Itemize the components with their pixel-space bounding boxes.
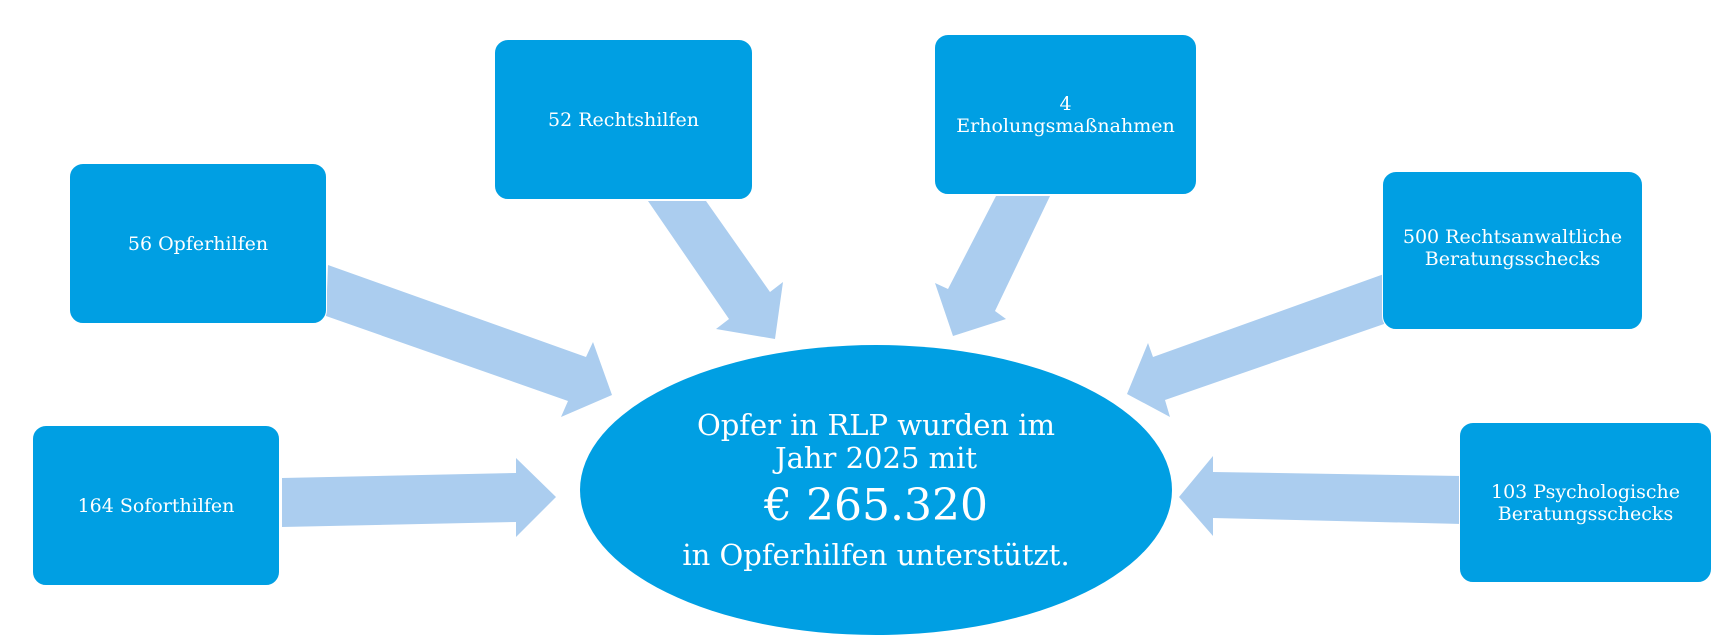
box-erholung-count: 4 (1059, 92, 1072, 115)
box-opferhilfen-label: 56 Opferhilfen (127, 232, 269, 255)
box-rechtshilfen: 52 Rechtshilfen (494, 39, 753, 200)
box-opferhilfen: 56 Opferhilfen (69, 163, 327, 324)
arrow-soforthilfen-icon (282, 458, 556, 537)
arrow-opferhilfen-icon (326, 265, 612, 417)
box-erholung-label: Erholungsmaßnahmen (956, 114, 1175, 137)
center-line1: Opfer in RLP wurden im (696, 407, 1056, 442)
arrow-psychologisch-icon (1179, 456, 1462, 536)
box-psychologisch-line2: Beratungsschecks (1497, 502, 1674, 525)
box-rechtsanwalt-line2: Beratungsschecks (1424, 248, 1601, 270)
box-erholungsmassnahmen: 4 Erholungsmaßnahmen (934, 34, 1197, 195)
center-amount: € 265.320 (764, 479, 988, 531)
box-soforthilfen: 164 Soforthilfen (32, 425, 280, 586)
center-line2: Jahr 2025 mit (774, 440, 978, 475)
box-soforthilfen-label: 164 Soforthilfen (77, 494, 235, 517)
box-rechtsanwalt-line1: 500 Rechtsanwaltliche (1402, 226, 1623, 248)
arrow-rechtsanwalt-icon (1127, 274, 1384, 417)
box-rechtsanwaltliche-beratungsschecks: 500 Rechtsanwaltliche Beratungsschecks (1382, 171, 1643, 330)
center-summary-ellipse: Opfer in RLP wurden im Jahr 2025 mit € 2… (580, 345, 1172, 635)
box-psychologische-beratungsschecks: 103 Psychologische Beratungsschecks (1459, 422, 1712, 583)
box-rechtshilfen-label: 52 Rechtshilfen (548, 108, 699, 131)
arrow-erholung-icon (935, 196, 1050, 336)
box-psychologisch-line1: 103 Psychologische (1490, 480, 1680, 503)
arrow-rechtshilfen-icon (648, 201, 783, 339)
center-line3: in Opferhilfen unterstützt. (682, 537, 1070, 572)
